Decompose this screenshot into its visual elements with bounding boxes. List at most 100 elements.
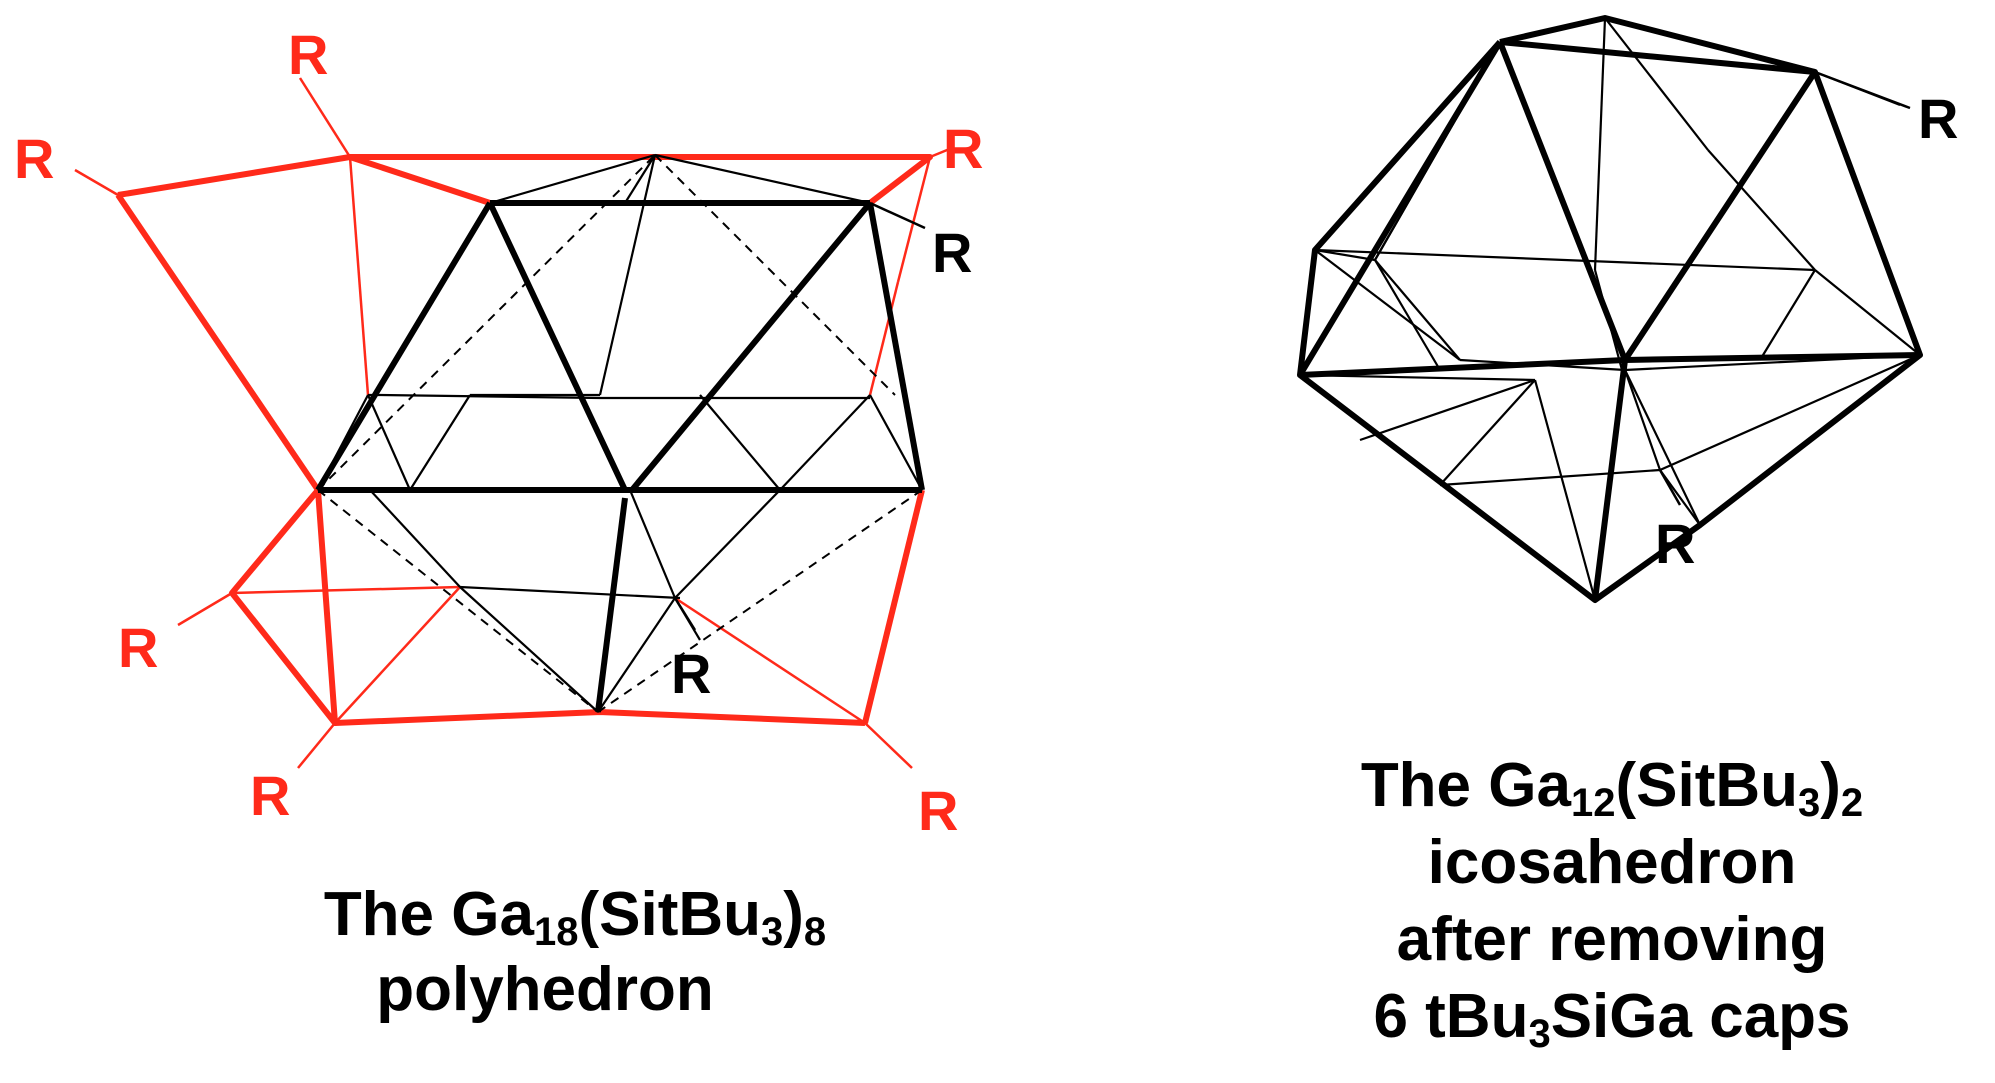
front-right-edge bbox=[867, 202, 925, 491]
low-5 bbox=[597, 597, 676, 713]
ico-bond-r1 bbox=[1814, 70, 1911, 110]
r-bonds-black bbox=[673, 201, 926, 631]
red-cap-interior bbox=[231, 156, 932, 725]
ico-f1 bbox=[1297, 40, 1503, 377]
red-right-rear-2 bbox=[868, 281, 900, 396]
ico-f6 bbox=[1592, 359, 1628, 601]
dash-2 bbox=[654, 154, 896, 396]
low-4 bbox=[628, 489, 677, 599]
r-label: R bbox=[932, 221, 972, 284]
ico-i17 bbox=[1659, 353, 1921, 472]
top-cap-left bbox=[489, 153, 656, 205]
red-lower-left-cap bbox=[229, 488, 338, 726]
low-1 bbox=[459, 585, 681, 600]
ico-i16 bbox=[1439, 468, 1661, 487]
ico-i21 bbox=[1533, 379, 1597, 601]
r-label: R bbox=[118, 616, 158, 679]
red-lower-left-1 bbox=[231, 585, 461, 595]
mid-diag-6 bbox=[779, 394, 871, 491]
r-label: R bbox=[250, 764, 290, 827]
left-caption-line2: polyhedron bbox=[376, 955, 714, 1024]
ico-f4 bbox=[1299, 357, 1626, 378]
ico-i11 bbox=[1814, 269, 1921, 356]
r-label: R bbox=[288, 23, 328, 86]
bond-r1 bbox=[298, 77, 352, 158]
ico-i18 bbox=[1623, 369, 1662, 471]
top-apex-2 bbox=[624, 154, 656, 204]
r-label: R bbox=[14, 127, 54, 190]
r-labels-left: R R R R R R R R bbox=[14, 23, 983, 842]
r-label: R bbox=[1655, 512, 1695, 575]
ico-i23 bbox=[1624, 369, 1701, 526]
ico-i20 bbox=[1439, 379, 1536, 486]
bond-r4 bbox=[177, 591, 233, 627]
mid-diag-2 bbox=[366, 394, 412, 491]
ico-i27 bbox=[1314, 248, 1376, 262]
black-interior-edges bbox=[317, 153, 923, 713]
red-lower-left-2 bbox=[334, 586, 461, 724]
dash-3 bbox=[317, 489, 599, 713]
front-lower-center bbox=[595, 497, 628, 713]
ico-f5 bbox=[1624, 352, 1921, 363]
red-right-lower-edge bbox=[862, 489, 925, 724]
r-label: R bbox=[1918, 87, 1958, 150]
ico-outline bbox=[1297, 15, 1923, 603]
red-cap-frame bbox=[115, 154, 933, 726]
r-label: R bbox=[918, 779, 958, 842]
r-labels-right: R R bbox=[1655, 87, 1958, 575]
right-caption-line4: 6 tBu3SiGa caps bbox=[1373, 982, 1850, 1056]
bond-rb2 bbox=[673, 597, 697, 631]
ico-f2 bbox=[1497, 40, 1628, 362]
red-left-edge bbox=[115, 193, 321, 492]
black-hidden-edges bbox=[317, 154, 923, 713]
mid-diag-3 bbox=[409, 394, 471, 491]
right-caption-line1: The Ga12(SitBu3)2 bbox=[1361, 751, 1863, 825]
ga12-icosahedron: R R The Ga12(SitBu3)2 icosahedron after … bbox=[1297, 15, 1958, 1056]
ico-i7 bbox=[1314, 248, 1816, 272]
red-lower-right-1 bbox=[674, 596, 866, 725]
low-3 bbox=[459, 586, 599, 713]
low-6 bbox=[674, 489, 781, 599]
ico-i14 bbox=[1374, 259, 1441, 371]
top-apex-1 bbox=[598, 154, 657, 396]
red-top-rim bbox=[117, 154, 491, 206]
ico-bond-r2 bbox=[1658, 469, 1682, 506]
red-right-rear-1 bbox=[896, 156, 932, 283]
top-cap-right bbox=[654, 153, 871, 205]
ico-i12 bbox=[1707, 149, 1816, 271]
ico-r-bonds bbox=[1658, 70, 1911, 506]
ga18-polyhedron: R R R R R R R R The Ga18(SitBu3)8 polyhe… bbox=[14, 23, 983, 1024]
front-right-tri-a bbox=[629, 201, 873, 492]
ico-i8 bbox=[1374, 259, 1461, 361]
ico-i3 bbox=[1604, 17, 1709, 151]
bond-r3 bbox=[929, 146, 953, 159]
bond-r2 bbox=[74, 168, 119, 197]
right-caption-line3: after removing bbox=[1397, 905, 1828, 974]
bond-rb1 bbox=[869, 201, 926, 230]
front-left-tri-a bbox=[315, 201, 493, 492]
ico-top-edge bbox=[1499, 39, 1816, 75]
ico-i4 bbox=[1593, 17, 1607, 271]
ico-i15 bbox=[1359, 378, 1536, 442]
r-label: R bbox=[943, 117, 983, 180]
ico-f3 bbox=[1622, 70, 1818, 362]
mid-belt bbox=[368, 393, 870, 400]
ico-i13 bbox=[1759, 269, 1816, 361]
dash-4 bbox=[597, 489, 923, 713]
left-caption-line1: The Ga18(SitBu3)8 bbox=[324, 880, 826, 954]
r-bonds-red bbox=[74, 77, 953, 769]
mid-diag-5 bbox=[699, 394, 781, 491]
red-bottom-rim bbox=[334, 709, 866, 726]
black-front-edges bbox=[315, 200, 925, 713]
right-caption-line2: icosahedron bbox=[1428, 828, 1797, 897]
low-2 bbox=[369, 489, 461, 588]
mid-diag-7 bbox=[869, 394, 923, 491]
red-back-vertical bbox=[348, 156, 370, 396]
front-left-tri-b bbox=[487, 201, 628, 492]
r-label: R bbox=[671, 642, 711, 705]
bond-r5 bbox=[297, 722, 336, 769]
ico-i9 bbox=[1314, 249, 1461, 361]
bond-r6 bbox=[864, 722, 913, 769]
ico-front-edges bbox=[1297, 15, 1923, 603]
